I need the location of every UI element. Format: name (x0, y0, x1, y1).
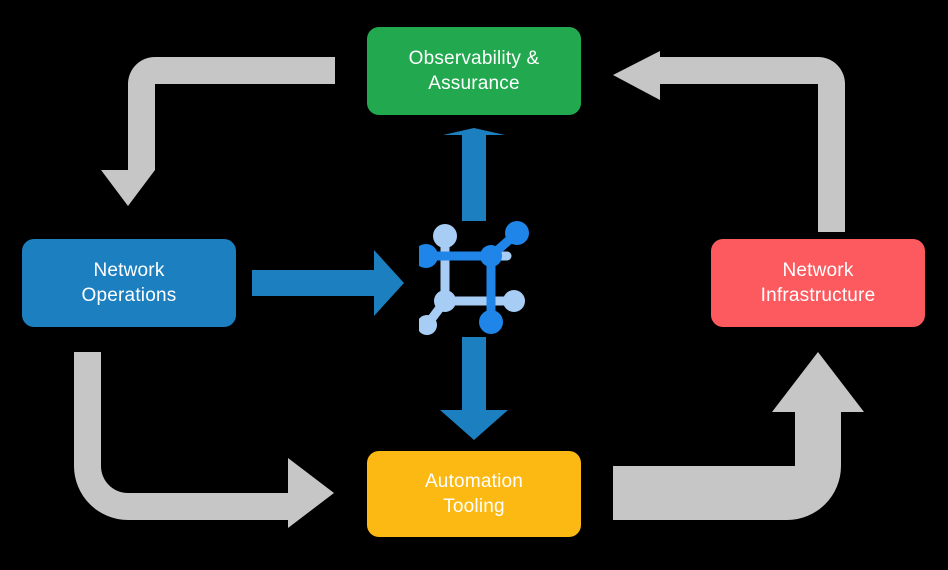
arrow-observability-to-operations (101, 57, 335, 206)
arrow-operations-to-center (252, 250, 404, 316)
arrow-operations-to-automation (74, 352, 334, 528)
arrow-center-to-automation (440, 337, 508, 440)
node-box-automation-tooling[interactable]: Automation Tooling (367, 451, 581, 537)
network-topology-icon (419, 221, 529, 335)
node-box-observability[interactable]: Observability & Assurance (367, 27, 581, 115)
node-box-network-infrastructure[interactable]: Network Infrastructure (711, 239, 925, 327)
arrow-infrastructure-to-observability (613, 51, 845, 232)
node-box-network-operations[interactable]: Network Operations (22, 239, 236, 327)
arrow-automation-to-infrastructure (613, 352, 864, 520)
arrow-center-to-observability (443, 128, 505, 221)
